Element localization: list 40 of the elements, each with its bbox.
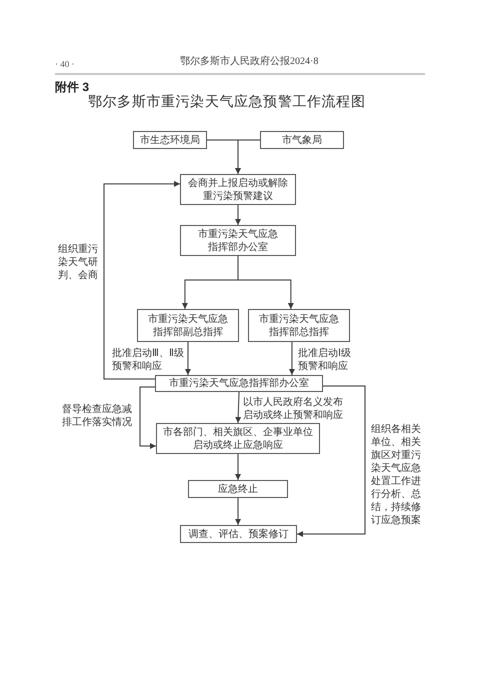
process-box: [188, 480, 288, 498]
edge-label: 督导检查应急减排工作落实情况: [62, 403, 134, 429]
step-text: 会商并上报启动或解除重污染预警建议: [187, 176, 289, 202]
process-box: [248, 309, 350, 342]
arrow: [104, 180, 180, 380]
edge-label: 批准启动Ⅲ、Ⅱ级预警和响应: [112, 347, 184, 373]
step-text: 市生态环境局: [140, 134, 200, 146]
process-box: [260, 131, 344, 149]
page-number: · 40 ·: [55, 58, 74, 71]
edge-label: 组织重污染天气研判、会商: [58, 243, 100, 282]
attachment-label: 附件 3: [55, 80, 90, 94]
diagram-title: 鄂尔多斯市重污染天气应急预警工作流程图: [88, 94, 366, 112]
arrow: [235, 454, 241, 480]
process-box: [180, 225, 296, 256]
process-box: [133, 131, 207, 149]
arrow: [235, 204, 241, 226]
process-box: [180, 525, 297, 543]
step-text: 市各部门、相关旗区、企事业单位启动或终止应急响应: [162, 426, 314, 452]
arrow: [140, 386, 156, 449]
process-box: [137, 309, 239, 342]
edge-label: 组织各相关单位、相关旗区对重污染天气应急处置工作进行分析、总结，持续修订应急预案: [371, 423, 423, 527]
arrow: [238, 256, 294, 310]
process-box: [180, 174, 296, 205]
journal-header: 鄂尔多斯市人民政府公报2024·8: [180, 55, 318, 69]
arrow: [235, 392, 242, 424]
arrow: [296, 386, 366, 537]
step-text: 市重污染天气应急指挥部总指挥: [259, 312, 339, 338]
step-text: 应急终止: [218, 482, 258, 496]
step-text: 市重污染天气应急指挥部办公室: [198, 228, 278, 254]
arrow: [235, 498, 242, 526]
arrow: [288, 342, 295, 376]
step-text: 市重污染天气应急指挥部办公室: [169, 377, 309, 390]
step-text: 市重污染天气应急指挥部副总指挥: [148, 312, 228, 338]
step-text: 市气象局: [282, 134, 322, 146]
step-text: 调查、评估、预案修订: [188, 528, 288, 540]
arrow: [235, 140, 260, 174]
process-box: [156, 423, 320, 454]
edge-label: 以市人民政府名义发布启动或终止预警和响应: [243, 396, 345, 422]
arrow: [184, 342, 191, 376]
process-box: [155, 375, 323, 392]
